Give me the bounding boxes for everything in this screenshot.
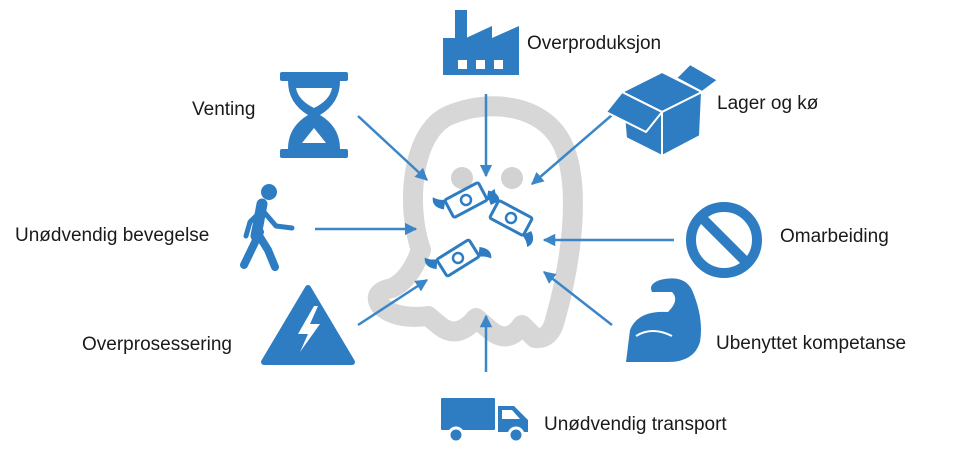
label-waiting: Venting bbox=[192, 99, 256, 120]
arrow-waiting bbox=[357, 115, 428, 181]
ghost-eye-left bbox=[451, 167, 473, 189]
prohibited-icon bbox=[686, 202, 762, 278]
truck-icon bbox=[441, 398, 528, 444]
ghost-eye-right bbox=[501, 167, 523, 189]
label-transport: Unødvendig transport bbox=[544, 414, 727, 435]
flying-money-icon bbox=[421, 168, 548, 291]
factory-icon bbox=[443, 10, 519, 75]
arrow-overprocessing bbox=[357, 278, 429, 327]
arrow-inventory bbox=[531, 114, 613, 185]
label-overproduction: Overproduksjon bbox=[527, 33, 662, 54]
hourglass-icon bbox=[280, 72, 348, 158]
label-skills: Ubenyttet kompetanse bbox=[716, 333, 907, 354]
walking-person-icon bbox=[240, 184, 295, 271]
label-rework: Omarbeiding bbox=[780, 226, 889, 247]
label-inventory: Lager og kø bbox=[717, 93, 819, 114]
label-motion: Unødvendig bevegelse bbox=[15, 225, 210, 246]
arrow-skills bbox=[543, 271, 613, 326]
flexed-arm-icon bbox=[626, 278, 701, 362]
ghost-icon bbox=[367, 96, 583, 349]
box-icon bbox=[605, 63, 719, 157]
label-overprocessing: Overprosessering bbox=[82, 334, 232, 355]
warning-lightning-icon bbox=[261, 285, 355, 365]
